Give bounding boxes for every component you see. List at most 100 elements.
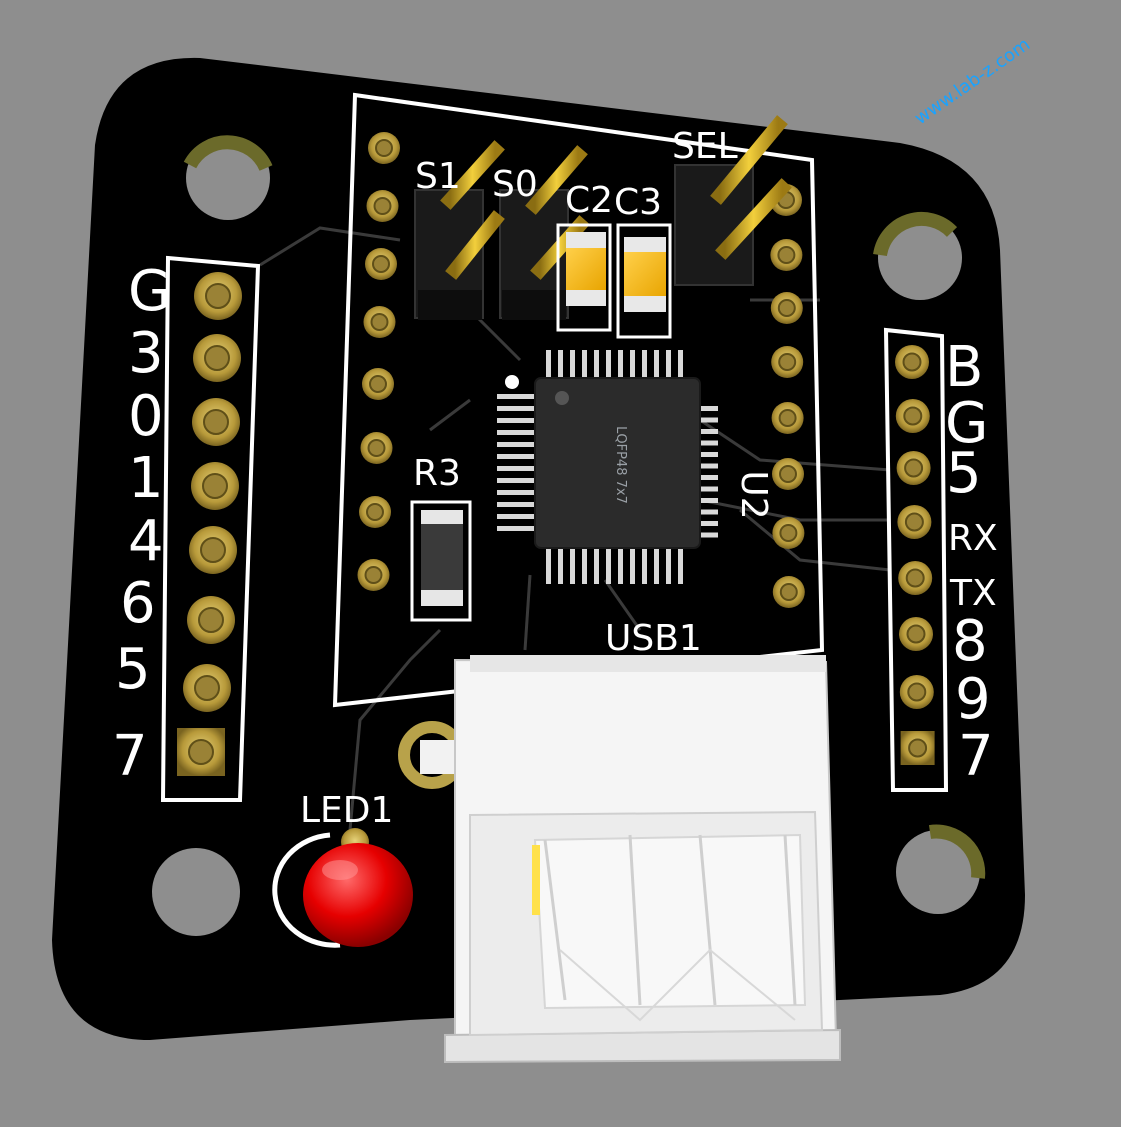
ic-pin [497, 526, 537, 531]
module-left-pad [357, 559, 390, 591]
ic-pin [497, 514, 537, 519]
pin1-dot [505, 375, 519, 389]
ic-pin [606, 350, 611, 380]
ic-pin [700, 475, 718, 480]
ic-pin [558, 548, 563, 584]
chip-marking: LQFP48 7x7 [613, 426, 628, 504]
label-usb1: USB1 [605, 618, 702, 659]
ic-pin [642, 350, 647, 380]
module-left-pad [368, 132, 400, 164]
right-pad [897, 505, 932, 539]
ic-pins [497, 350, 718, 584]
module-right-pad [771, 346, 804, 378]
ic-pin [700, 532, 718, 538]
label-r3: R3 [413, 453, 461, 494]
left-header-pads [177, 272, 242, 776]
ic-pin [594, 548, 599, 584]
resistor-r3 [410, 500, 472, 622]
ic-pin [700, 429, 718, 434]
capacitor-c2 [556, 223, 612, 332]
mounting-hole-bottom-left [152, 848, 240, 936]
right-pad [898, 561, 933, 595]
ic-pin [497, 442, 537, 447]
ic-pin [630, 350, 635, 380]
module-left-pad [366, 190, 399, 222]
ic-pin [606, 548, 611, 584]
right-pin-label: RX [948, 518, 998, 559]
left-pin-label: 7 [112, 724, 148, 789]
ic-pin [497, 406, 537, 411]
left-pad [177, 728, 225, 776]
right-pin-label: 8 [952, 609, 988, 674]
label-c3: C3 [614, 182, 662, 223]
module-left-pad [359, 496, 391, 528]
ic-pin [497, 418, 537, 423]
ic-pin [618, 350, 623, 380]
mounting-hole-bottom-right [896, 824, 986, 914]
ic-pin [700, 509, 718, 515]
ic-pin [700, 440, 718, 446]
ic-pin [630, 548, 635, 584]
right-pad [895, 399, 930, 433]
right-pin-label: 9 [955, 667, 991, 732]
left-pin-label: 3 [128, 321, 164, 386]
ic-pin [666, 350, 671, 380]
module-right-pad [770, 239, 803, 271]
ic-pin [497, 478, 537, 483]
led1 [272, 828, 413, 948]
right-pad [899, 675, 934, 709]
ic-pin [594, 350, 599, 380]
left-pad [187, 596, 235, 644]
ic-pin [546, 548, 551, 584]
ic-pin [678, 548, 683, 584]
jumper-header-s1-s0 [414, 140, 590, 320]
ic-pin [666, 548, 671, 584]
right-pad [896, 451, 931, 485]
module-left-pad [365, 248, 397, 280]
ic-pin [497, 466, 537, 471]
right-pin-label: TX [949, 573, 997, 614]
left-pin-label: 5 [115, 637, 151, 702]
left-pad [192, 398, 240, 446]
label-sel: SEL [672, 126, 738, 167]
label-s0: S0 [492, 164, 538, 205]
ic-pin [700, 463, 718, 469]
module-left-pads [357, 132, 400, 591]
right-pad [895, 345, 929, 379]
copper-traces [259, 226, 891, 831]
label-s1: S1 [415, 156, 461, 197]
module-right-pad [771, 402, 804, 434]
mounting-hole-top-left [183, 135, 273, 220]
right-pad [899, 617, 933, 651]
ic-pin [700, 417, 718, 423]
ic-pin [700, 406, 718, 411]
right-pin-label: 5 [946, 441, 982, 506]
label-c2: C2 [565, 180, 613, 221]
ic-pin [558, 350, 563, 380]
ic-pin [654, 350, 659, 380]
ic-pin [700, 521, 718, 526]
left-header-outline [160, 255, 261, 802]
module-right-pad [772, 458, 804, 490]
module-left-pad [363, 306, 396, 338]
ic-pin [497, 430, 537, 435]
left-pad [191, 462, 239, 510]
ic-pin [546, 350, 551, 380]
left-pin-label: 6 [120, 571, 156, 636]
module-outline [332, 92, 825, 708]
left-pin-label: 4 [128, 509, 164, 574]
right-pin-label: 7 [958, 724, 994, 789]
module-right-pad [772, 517, 805, 549]
left-pin-label: 0 [128, 384, 164, 449]
ic-pin [497, 394, 537, 399]
module-left-pad [362, 368, 394, 400]
right-pad [900, 731, 935, 765]
ic-pin [582, 350, 587, 380]
ic-pin [618, 548, 623, 584]
mounting-hole-top-right [873, 212, 962, 300]
ic-pin [678, 350, 683, 380]
right-pin-label: G [945, 391, 988, 456]
